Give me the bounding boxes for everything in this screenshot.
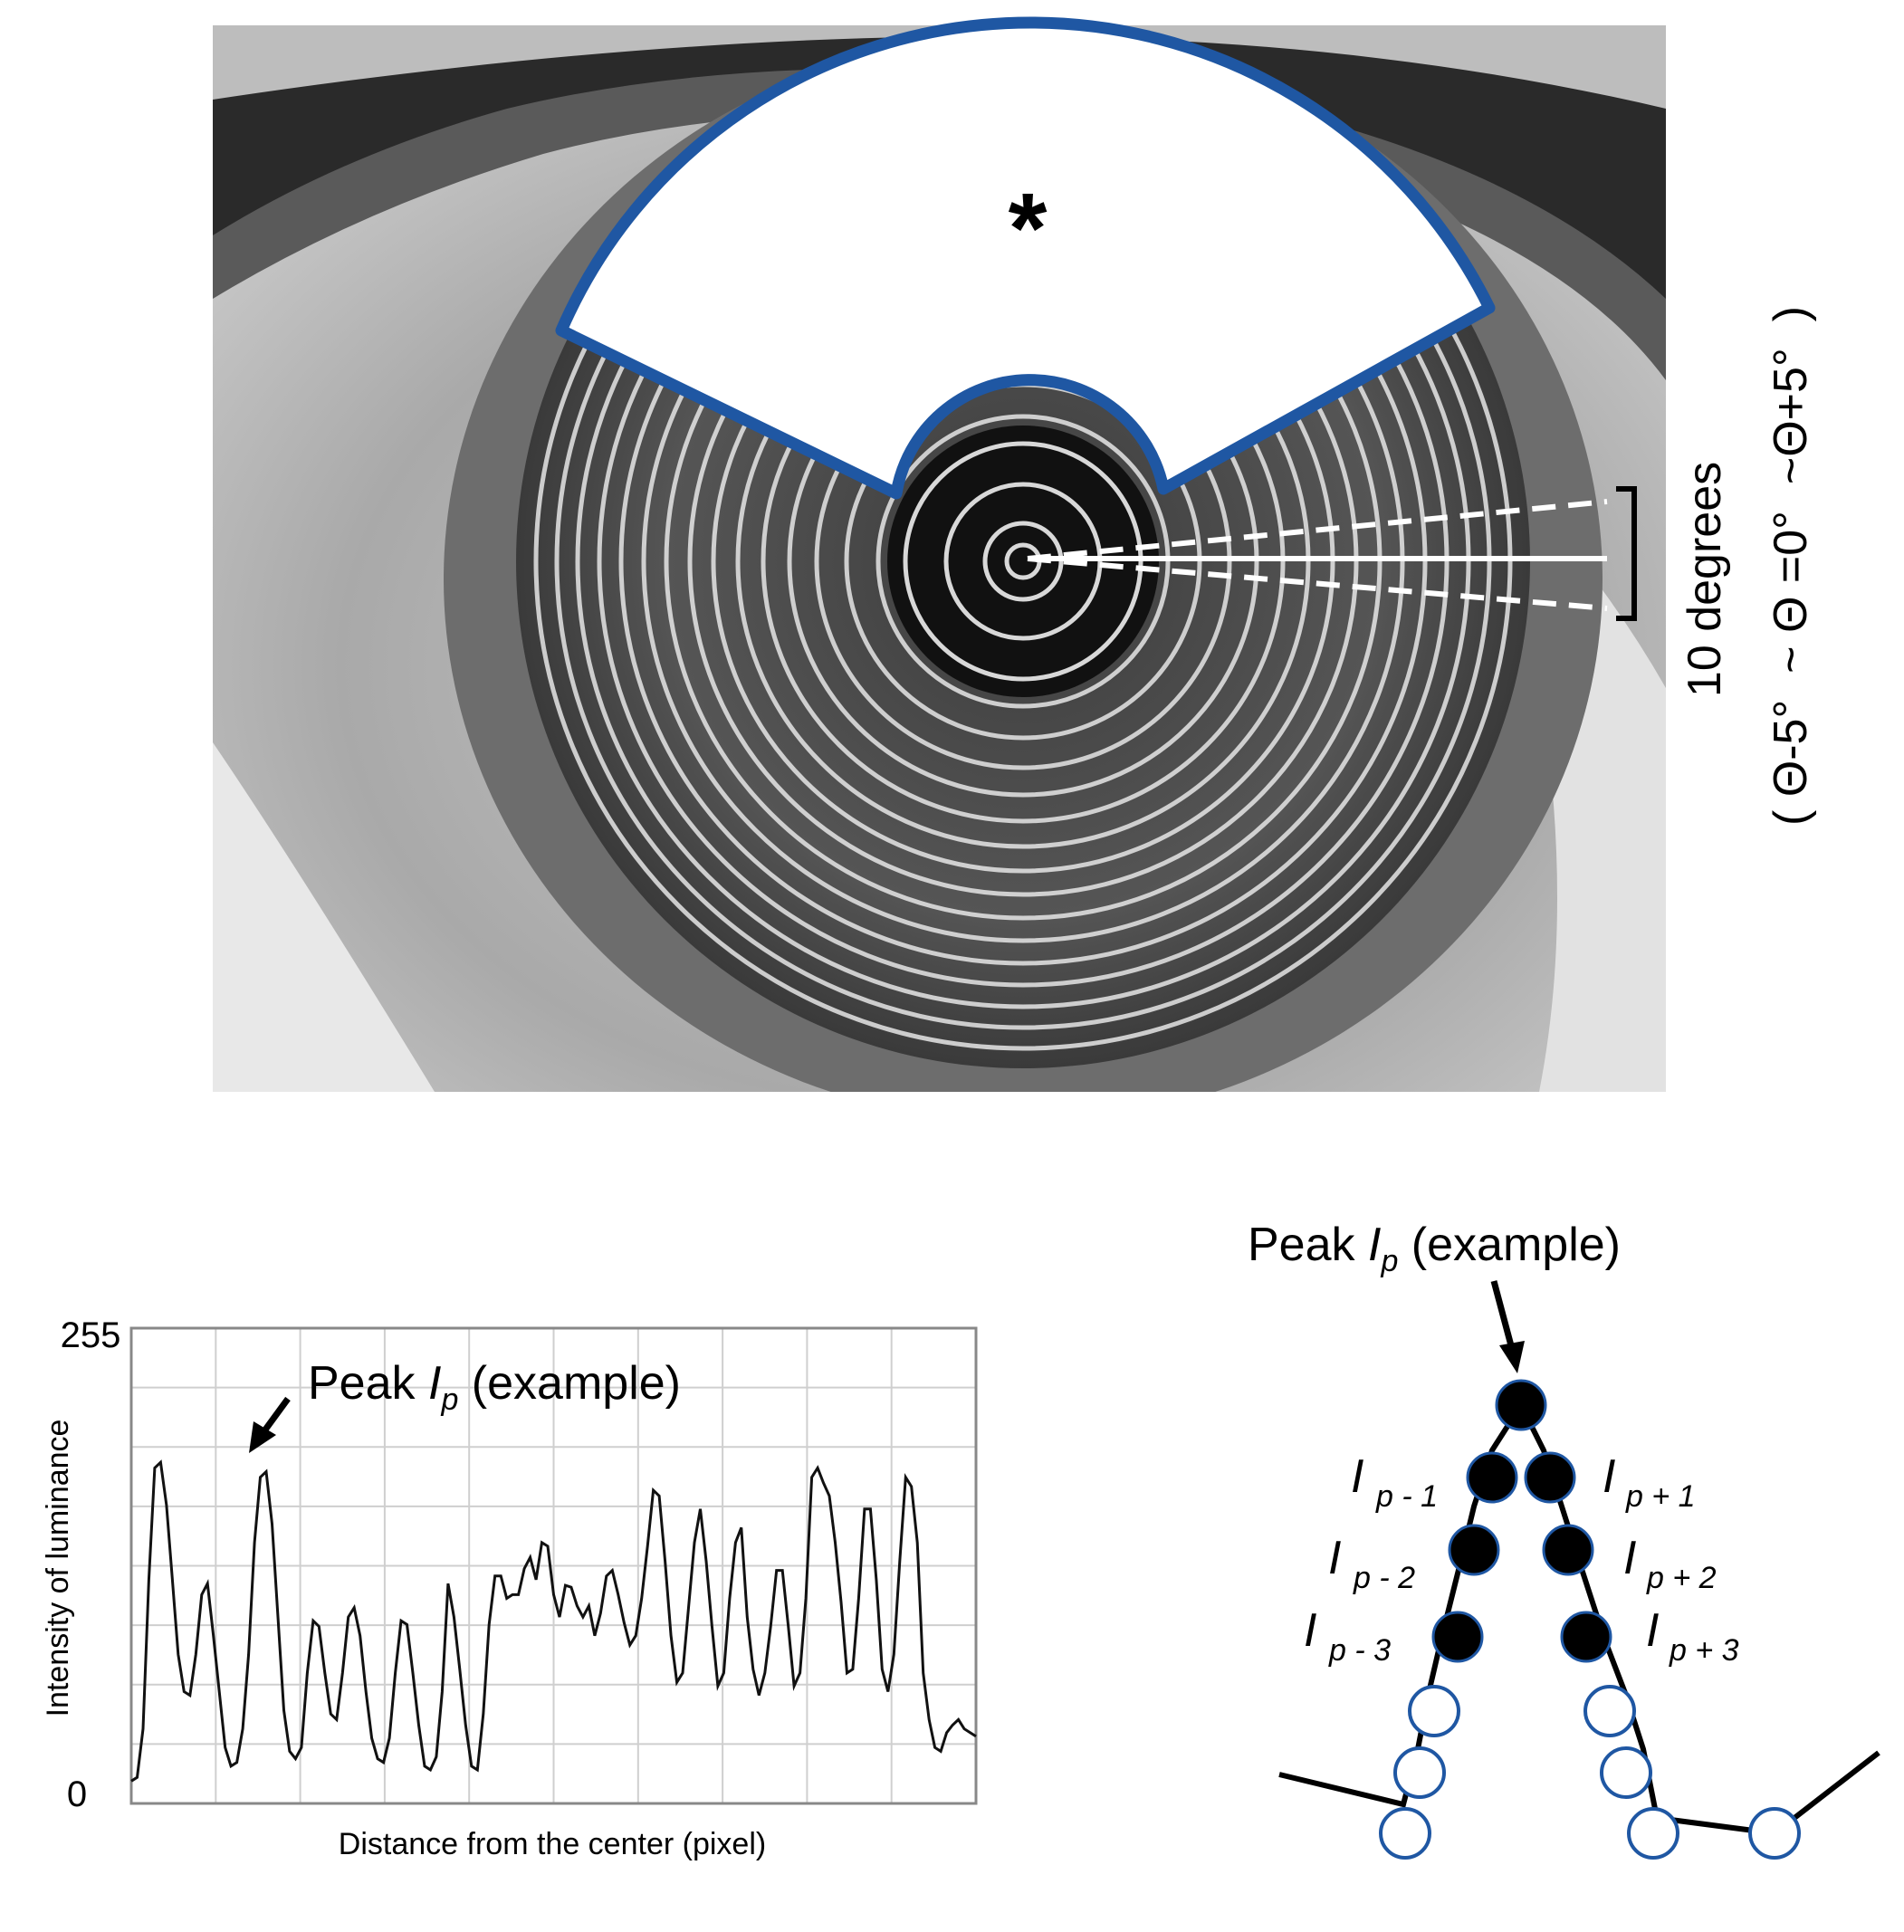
filled-peak-dot (1560, 1611, 1612, 1663)
svg-text:p + 2: p + 2 (1646, 1561, 1717, 1595)
y-max-label: 255 (61, 1315, 121, 1355)
filled-peak-dot (1466, 1451, 1518, 1504)
svg-text:I: I (1351, 1450, 1363, 1503)
svg-text:I: I (1603, 1450, 1615, 1503)
peak-diagram-arrow (1490, 1280, 1525, 1373)
label-p-minus-3: I p - 3 (1304, 1604, 1391, 1668)
svg-text:p - 3: p - 3 (1328, 1633, 1391, 1668)
filled-peak-dot (1495, 1379, 1547, 1431)
svg-text:p - 2: p - 2 (1353, 1561, 1415, 1595)
svg-text:p - 1: p - 1 (1375, 1479, 1438, 1514)
open-peak-dot (1583, 1685, 1636, 1737)
luminance-series-line (130, 1459, 977, 1783)
peak-diagram-title: Peak Ip (example) (1248, 1219, 1621, 1278)
angle-range-label: ( Θ-5° ~ Θ =0° ~Θ+5° ) (1765, 306, 1817, 826)
y-min-label: 0 (67, 1774, 87, 1814)
open-peak-dot (1600, 1746, 1652, 1799)
filled-peak-dot (1448, 1524, 1500, 1576)
masked-sector (555, 16, 1496, 500)
plot-frame (129, 1326, 978, 1805)
svg-text:I: I (1646, 1604, 1659, 1657)
x-axis-label: Distance from the center (pixel) (339, 1827, 766, 1861)
svg-text:I: I (1328, 1532, 1341, 1584)
svg-text:p + 1: p + 1 (1625, 1479, 1696, 1514)
open-peak-dot (1393, 1746, 1446, 1799)
svg-text:p + 3: p + 3 (1669, 1633, 1739, 1668)
open-peak-dot (1748, 1807, 1801, 1860)
open-peak-dot (1379, 1807, 1431, 1860)
filled-peak-dot (1524, 1451, 1576, 1504)
label-p-plus-3: I p + 3 (1646, 1604, 1739, 1668)
filled-peak-dot (1542, 1524, 1594, 1576)
filled-peak-dot (1431, 1611, 1484, 1663)
label-p-plus-2: I p + 2 (1623, 1532, 1717, 1595)
chart-peak-annotation: Peak Ip (example) (308, 1357, 681, 1417)
meridian-lines (1027, 499, 1608, 611)
svg-text:I: I (1623, 1532, 1636, 1584)
open-peak-dot (1408, 1685, 1460, 1737)
angle-label: 10 degrees (1679, 462, 1731, 697)
chart-peak-arrow (249, 1396, 291, 1453)
angle-bracket (1616, 486, 1637, 621)
asterisk-mark: * (1009, 173, 1048, 284)
y-axis-label: Intensity of luminance (41, 1420, 75, 1717)
open-peak-dot (1627, 1807, 1679, 1860)
peak-dots (1379, 1379, 1801, 1860)
label-p-minus-2: I p - 2 (1328, 1532, 1415, 1595)
label-p-minus-1: I p - 1 (1351, 1450, 1438, 1514)
svg-text:I: I (1304, 1604, 1316, 1657)
label-p-plus-1: I p + 1 (1603, 1450, 1696, 1514)
